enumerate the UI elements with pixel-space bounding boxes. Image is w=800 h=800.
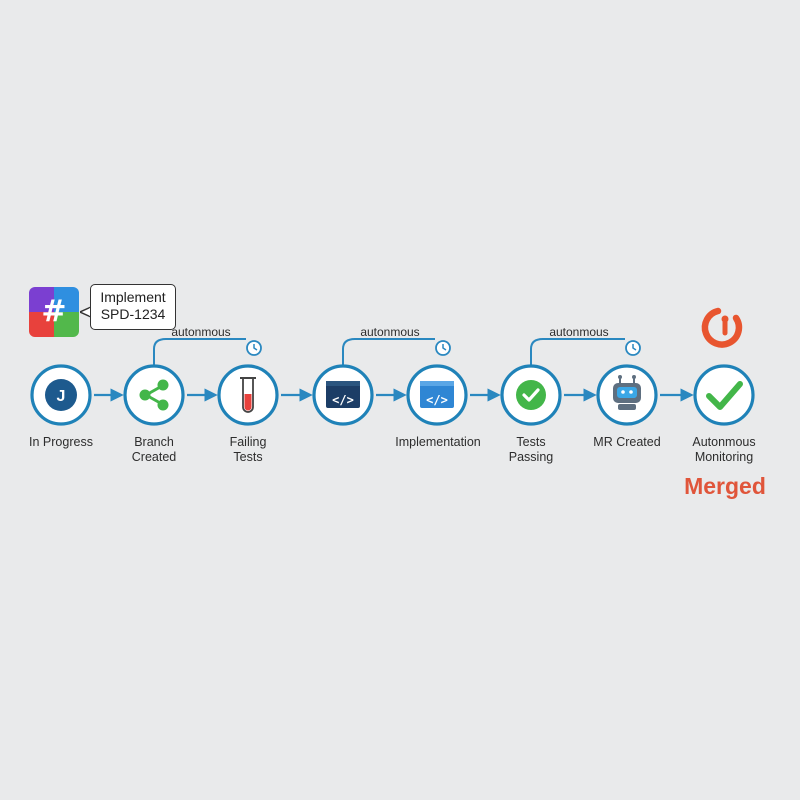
autonomous-connector (153, 338, 246, 366)
svg-text:#: # (41, 294, 66, 329)
autonomous-label: autonmous (360, 325, 420, 339)
code-window-icon: </> (326, 381, 360, 408)
clock-icon (435, 340, 451, 356)
code-window-icon: </> (420, 381, 454, 408)
stage-label: MR Created (593, 435, 661, 449)
branch-share-icon (139, 379, 169, 411)
stage-label: In Progress (29, 435, 93, 449)
stage-label: Branch Created (131, 435, 177, 464)
big-checkmark-icon (706, 381, 743, 410)
autonomous-label: autonmous (549, 325, 609, 339)
stage-label: Failing Tests (229, 435, 267, 464)
clock-icon (625, 340, 641, 356)
stage-label: Implementation (395, 435, 481, 449)
jira-icon: J (45, 379, 77, 411)
svg-text:</>: </> (426, 393, 448, 407)
robot-icon (613, 375, 641, 410)
svg-text:J: J (57, 388, 66, 405)
merged-label: Merged (684, 473, 766, 499)
stage-label: Tests Passing (508, 435, 554, 464)
stage-label: Autonmous Monitoring (692, 435, 756, 464)
stage-ring (693, 364, 755, 426)
autonomous-connector (530, 338, 625, 366)
chat-message-bubble: Implement SPD-1234 (90, 284, 176, 330)
check-circle-icon (516, 380, 546, 410)
gitlab-logo-icon (701, 307, 743, 348)
stage-ring (123, 364, 185, 426)
test-tube-icon (240, 377, 256, 413)
autonomous-label: autonmous (171, 325, 231, 339)
autonomous-connector (342, 338, 435, 366)
slack-hash-icon: # (29, 287, 79, 337)
svg-text:</>: </> (332, 393, 354, 407)
clock-icon (246, 340, 262, 356)
